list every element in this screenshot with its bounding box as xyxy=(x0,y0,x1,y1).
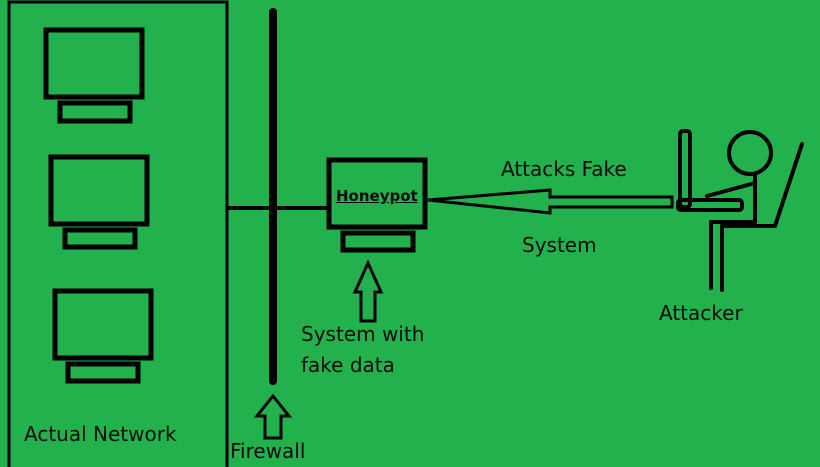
attacker-label: Attacker xyxy=(659,301,743,325)
firewall-up-arrow-icon xyxy=(253,393,293,440)
actual-network-label: Actual Network xyxy=(24,422,177,446)
honeypot-monitor-icon xyxy=(326,157,428,253)
attack-left-arrow-icon xyxy=(427,188,674,215)
computer-3-icon xyxy=(52,288,154,384)
honeypot-up-arrow-icon xyxy=(352,259,384,323)
honeypot-label: Honeypot xyxy=(336,187,418,205)
attacker-stick-figure-icon xyxy=(676,129,804,292)
system-label: System xyxy=(522,233,597,257)
computer-2-icon xyxy=(48,154,150,250)
firewall-label: Firewall xyxy=(230,439,306,463)
system-fake-data-label-line1: System with xyxy=(301,322,425,346)
attacks-fake-label: Attacks Fake xyxy=(501,157,627,181)
actual-network-box xyxy=(7,0,229,467)
system-fake-data-label-line2: fake data xyxy=(301,353,395,377)
computer-1-icon xyxy=(43,27,145,124)
